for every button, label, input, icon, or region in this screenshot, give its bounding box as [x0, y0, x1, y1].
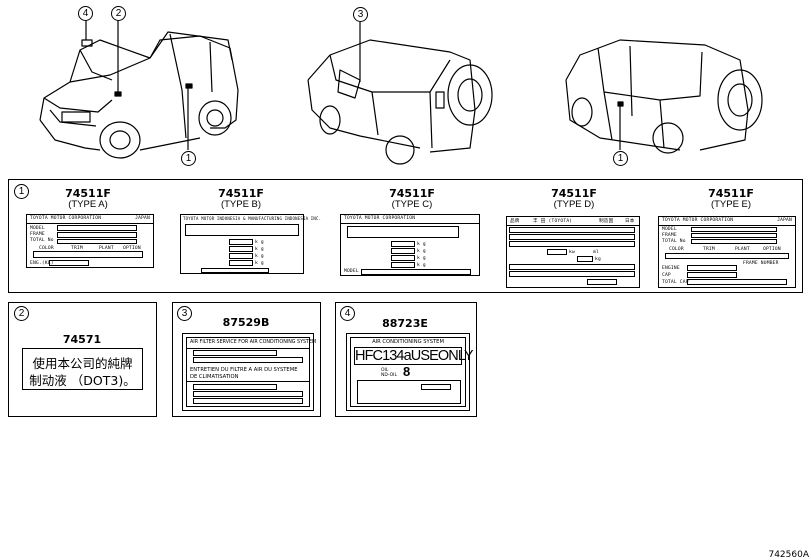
brake-fluid-text-line2: 制动液 （DOT3)。 [29, 373, 136, 388]
callout-1-car3: 1 [613, 151, 628, 166]
air-filter-text-fr-2: DE CLIMATISATION [190, 374, 239, 380]
vehicle-front-view-illustration [39, 20, 763, 165]
label-type-d: 品牌 丰 田 (TOYOTA) 制造国 日本 kw ml kg [506, 216, 640, 288]
label-type-e: TOYOTA MOTOR CORPORATION JAPAN MODEL FRA… [658, 216, 796, 288]
part-number-88723E: 88723E [382, 317, 428, 330]
panel-2-number: 2 [14, 306, 29, 321]
brake-fluid-label: 使用本公司的純牌 制动液 （DOT3)。 [22, 348, 143, 390]
part-number-87529B: 87529B [222, 316, 270, 329]
type-e-caption: (TYPE E) [710, 199, 752, 210]
brake-fluid-text-line1: 使用本公司的純牌 [32, 356, 133, 371]
ac-system-label: AIR CONDITIONING SYSTEM HFC134aUSEONLY O… [346, 333, 474, 411]
callout-3-car2: 3 [353, 7, 368, 22]
type-d-caption: (TYPE D) [553, 199, 595, 210]
panel-4-number: 4 [340, 306, 355, 321]
type-a-caption: (TYPE A) [68, 199, 108, 210]
part-number-74571: 74571 [62, 333, 102, 346]
oil-value: 8 [403, 364, 411, 379]
label-type-c: TOYOTA MOTOR CORPORATION k g k g k g k g… [340, 214, 480, 276]
label-type-a: TOYOTA MOTOR CORPORATION JAPAN MODEL FRA… [26, 214, 154, 268]
type-c-caption: (TYPE C) [391, 199, 433, 210]
refrigerant-type-text: HFC134aUSEONLY [354, 347, 474, 365]
part-number-type-c: 74511F [389, 187, 435, 200]
air-filter-label: AIR FILTER SERVICE FOR AIR CONDITIONING … [182, 333, 317, 411]
air-filter-text-en: AIR FILTER SERVICE FOR AIR CONDITIONING … [190, 340, 317, 345]
ac-system-title: AIR CONDITIONING SYSTEM [372, 339, 444, 345]
oil-type-label: ND-OIL [381, 373, 397, 378]
panel-1-number: 1 [14, 184, 29, 199]
type-b-caption: (TYPE B) [220, 199, 262, 210]
callout-4-car1: 4 [78, 6, 93, 21]
diagram-code: 742560A [768, 550, 809, 560]
callout-1-car1: 1 [181, 151, 196, 166]
panel-3-number: 3 [177, 306, 192, 321]
oil-label: OIL [381, 368, 389, 373]
part-number-type-b: 74511F [218, 187, 264, 200]
part-number-type-e: 74511F [708, 187, 754, 200]
label-type-b: TOYOTA MOTOR INDONESIA & MANUFACTURING I… [180, 214, 321, 274]
callout-2-car1: 2 [111, 6, 126, 21]
part-number-type-a: 74511F [65, 187, 111, 200]
air-filter-text-fr-1: ENTRETIEN DU FILTRE A AIR DU SYSTEME [190, 367, 298, 373]
part-number-type-d: 74511F [551, 187, 597, 200]
